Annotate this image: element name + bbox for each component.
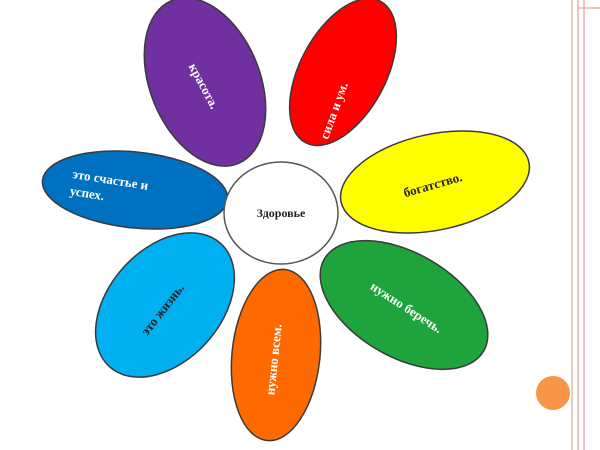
flower-center: Здоровье [223, 161, 339, 265]
petal-strength-shape [288, 0, 398, 147]
petal-protect-shape [319, 239, 489, 371]
petal-protect: нужно беречь. [319, 239, 489, 371]
petal-everyone: нужно всем. [230, 268, 322, 442]
petal-wealth: богатство. [339, 130, 531, 234]
center-label: Здоровье [257, 206, 306, 220]
petal-beauty-shape [143, 0, 267, 167]
petal-happiness-label-line2: успех. [69, 183, 106, 203]
center-circle [223, 161, 339, 265]
petal-beauty: красота. [143, 0, 267, 167]
petal-wealth-shape [339, 130, 531, 234]
petal-life-shape [94, 232, 236, 378]
petal-everyone-label: нужно всем. [262, 323, 284, 396]
petal-life: это жизнь. [94, 232, 236, 378]
petal-strength: сила и ум. [288, 0, 398, 147]
slide-frame [571, 0, 600, 450]
petal-everyone-shape [230, 268, 322, 442]
decorative-orange-dot [536, 376, 570, 410]
